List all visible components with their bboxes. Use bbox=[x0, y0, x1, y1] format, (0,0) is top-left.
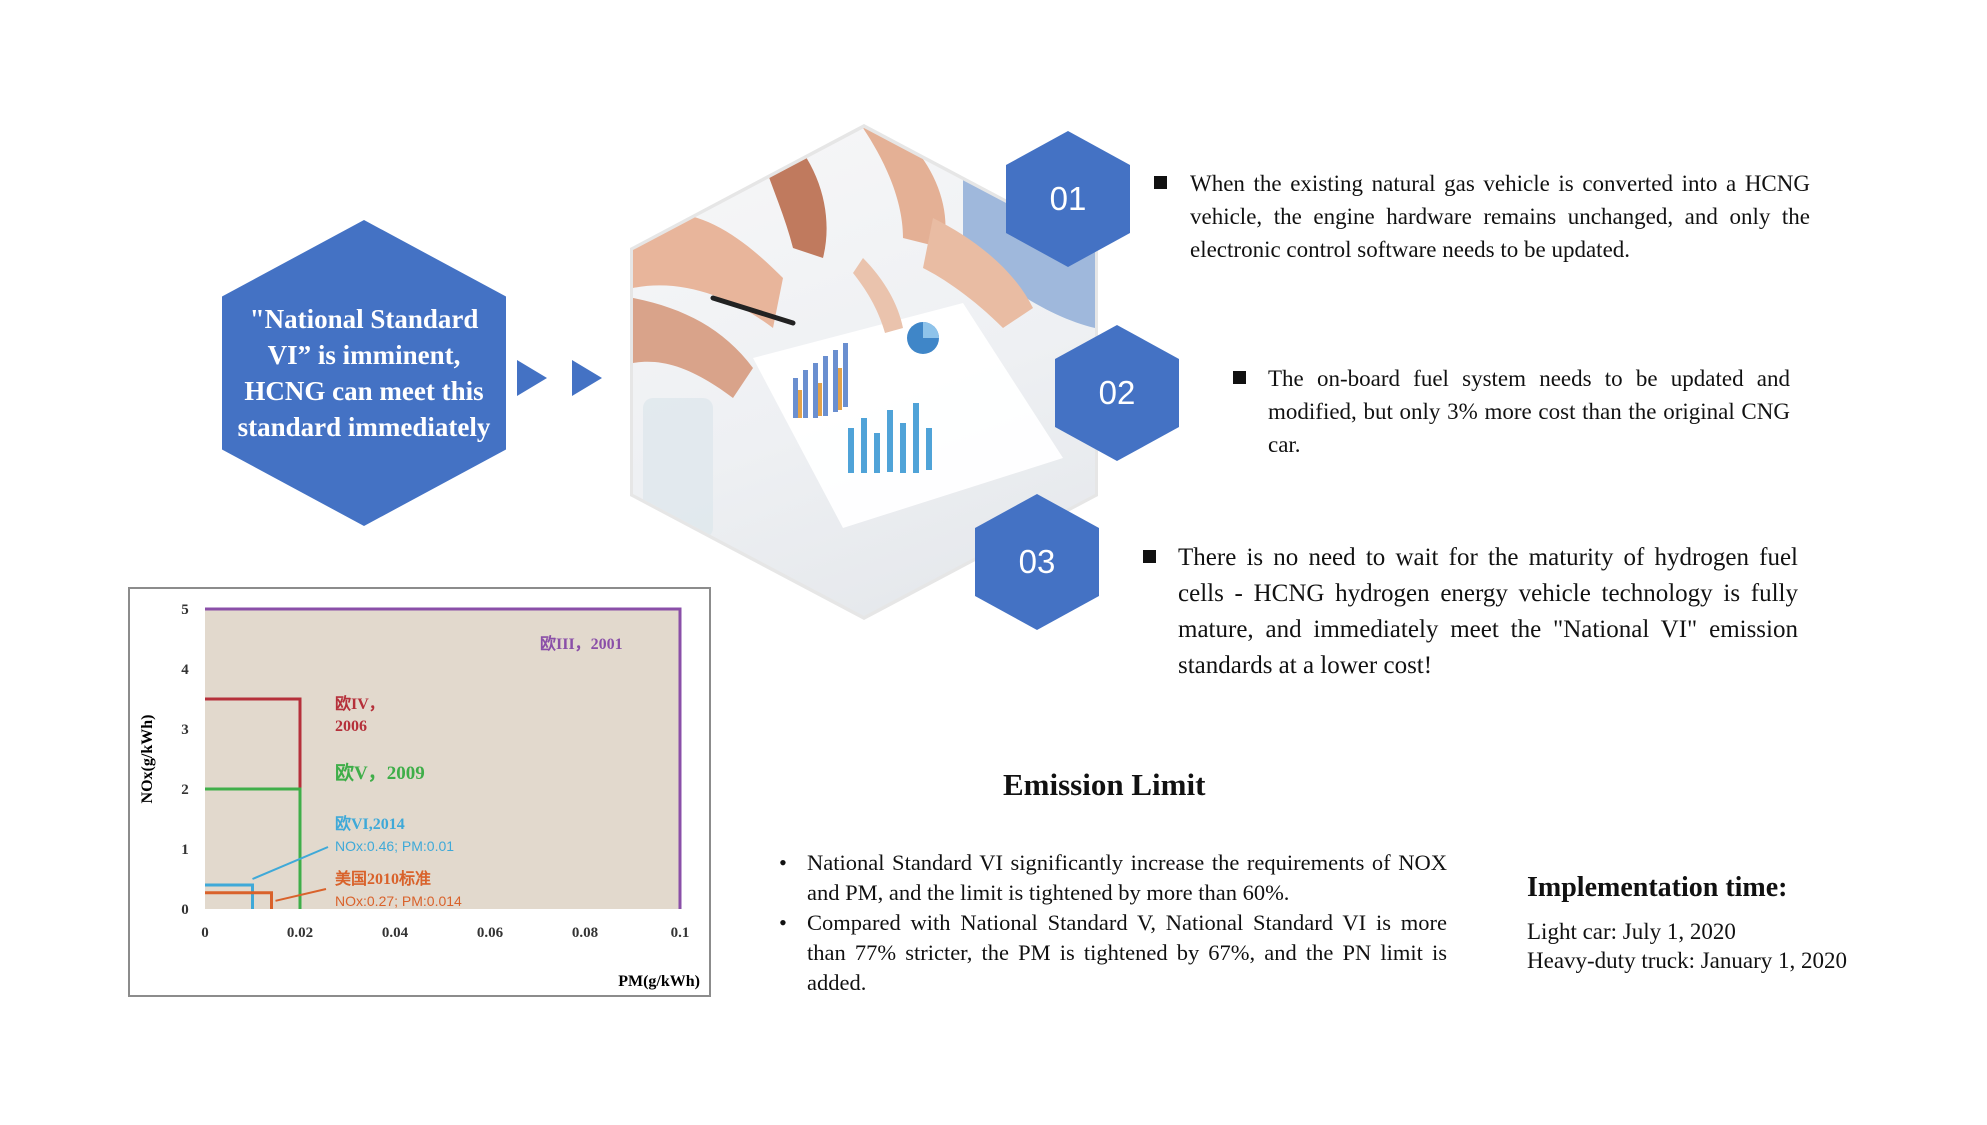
y-axis-label: NOx(g/kWh) bbox=[139, 715, 156, 804]
series-label: 欧VI,2014 bbox=[335, 814, 405, 833]
y-tick-label: 0 bbox=[181, 902, 189, 918]
arrow-right-icon bbox=[572, 360, 602, 396]
y-tick-label: 2 bbox=[181, 782, 189, 798]
point-01-text: When the existing natural gas vehicle is… bbox=[1190, 171, 1810, 262]
x-tick-label: 0 bbox=[201, 925, 209, 941]
standard-hexagon-text: "National Standard VI” is imminent, HCNG… bbox=[237, 304, 491, 442]
series-label: 欧IV， bbox=[335, 694, 385, 713]
plot-background bbox=[205, 609, 680, 909]
standard-hexagon: "National Standard VI” is imminent, HCNG… bbox=[222, 220, 506, 526]
limit-line-4 bbox=[205, 891, 273, 909]
y-tick-label: 4 bbox=[181, 662, 189, 678]
series-label: 欧V，2009 bbox=[335, 761, 425, 784]
implementation-light-car: Light car: July 1, 2020 bbox=[1527, 919, 1736, 944]
emission-bullet-1: National Standard VI significantly incre… bbox=[777, 848, 1447, 908]
implementation-title: Implementation time: bbox=[1527, 872, 1788, 903]
implementation-heavy-truck: Heavy-duty truck: January 1, 2020 bbox=[1527, 948, 1848, 973]
limit-line-0 bbox=[205, 607, 682, 909]
emission-bullet-list: National Standard VI significantly incre… bbox=[777, 848, 1447, 998]
series-label: 欧III，2001 bbox=[540, 634, 623, 653]
y-tick-label: 3 bbox=[181, 722, 189, 738]
emission-limit-title: Emission Limit bbox=[1003, 767, 1206, 802]
x-tick-label: 0.02 bbox=[287, 925, 313, 941]
series-label: 2006 bbox=[335, 718, 367, 735]
series-label: 美国2010标准 bbox=[335, 869, 431, 888]
x-axis-label: PM(g/kWh) bbox=[618, 973, 700, 990]
square-bullet-icon bbox=[1143, 550, 1156, 563]
emission-bullet-2: Compared with National Standard V, Natio… bbox=[777, 908, 1447, 998]
limit-line-2 bbox=[205, 787, 302, 909]
x-tick-label: 0.04 bbox=[382, 925, 409, 941]
emission-chart-svg: 0 0.02 0.04 0.06 0.08 0.1 0 1 2 3 4 5 欧III，2001 欧IV， 2… bbox=[139, 602, 700, 990]
point-02-text: The on-board fuel system needs to be upd… bbox=[1268, 366, 1790, 457]
y-tick-label: 1 bbox=[181, 842, 189, 858]
limit-line-3 bbox=[205, 883, 254, 909]
square-bullet-icon bbox=[1233, 371, 1246, 384]
emission-chart: 0 0.02 0.04 0.06 0.08 0.1 0 1 2 3 4 5 欧III，2001 欧IV， 2… bbox=[128, 587, 711, 997]
x-tick-label: 0.08 bbox=[572, 925, 598, 941]
y-tick-label: 5 bbox=[181, 602, 189, 618]
x-tick-label: 0.1 bbox=[671, 925, 690, 941]
point-03-text: There is no need to wait for the maturit… bbox=[1178, 544, 1798, 679]
annotation-arrow bbox=[275, 888, 327, 902]
annotation-arrow bbox=[252, 846, 329, 880]
arrow-right-icon bbox=[517, 360, 547, 396]
square-bullet-icon bbox=[1154, 176, 1167, 189]
business-meeting-photo-icon bbox=[633, 128, 1095, 538]
x-tick-label: 0.06 bbox=[477, 925, 504, 941]
annotation-label: NOx:0.46; PM:0.01 bbox=[335, 838, 454, 854]
annotation-label: NOx:0.27; PM:0.014 bbox=[335, 893, 462, 909]
